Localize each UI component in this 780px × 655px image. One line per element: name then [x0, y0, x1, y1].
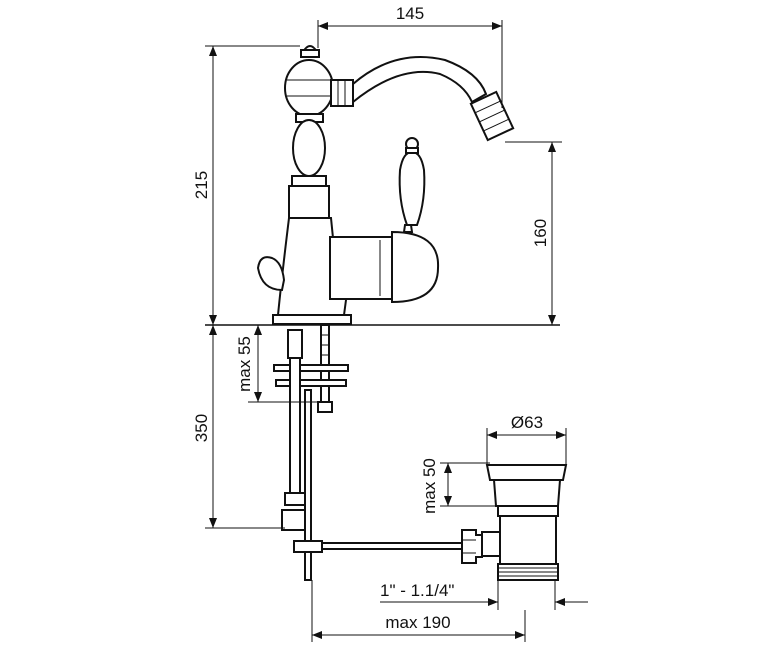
dim-label-145: 145 — [396, 4, 424, 23]
dim-label-max50: max 50 — [420, 458, 439, 514]
lever-handle-icon — [398, 150, 426, 226]
dim-spout-height: 160 — [505, 141, 562, 325]
dim-hose-length: 350 — [192, 325, 285, 529]
handle-stem-icon — [402, 224, 414, 233]
dim-label-d63: Ø63 — [511, 413, 543, 432]
popup-knob-icon — [256, 256, 286, 292]
dim-max-deck: max 55 — [235, 325, 318, 403]
dim-max-waste: max 50 — [420, 458, 496, 514]
spout-icon — [352, 56, 488, 105]
dim-total-height: 215 — [192, 45, 300, 325]
dim-spout-reach: 145 — [317, 4, 503, 108]
dim-label-160: 160 — [531, 219, 550, 247]
dim-thread: 1" - 1.1/4" — [380, 580, 588, 610]
dim-label-max55: max 55 — [235, 336, 254, 392]
rod-knob-icon — [461, 529, 483, 564]
bidet-faucet — [256, 45, 515, 325]
under-counter-assembly — [273, 324, 483, 581]
dim-label-thread: 1" - 1.1/4" — [380, 581, 454, 600]
dim-max-rod: max 190 — [311, 580, 526, 642]
dim-waste-diameter: Ø63 — [486, 413, 567, 465]
dim-label-max190: max 190 — [385, 613, 450, 632]
popup-waste — [481, 464, 568, 581]
dim-label-350: 350 — [192, 414, 211, 442]
dim-label-215: 215 — [192, 171, 211, 199]
